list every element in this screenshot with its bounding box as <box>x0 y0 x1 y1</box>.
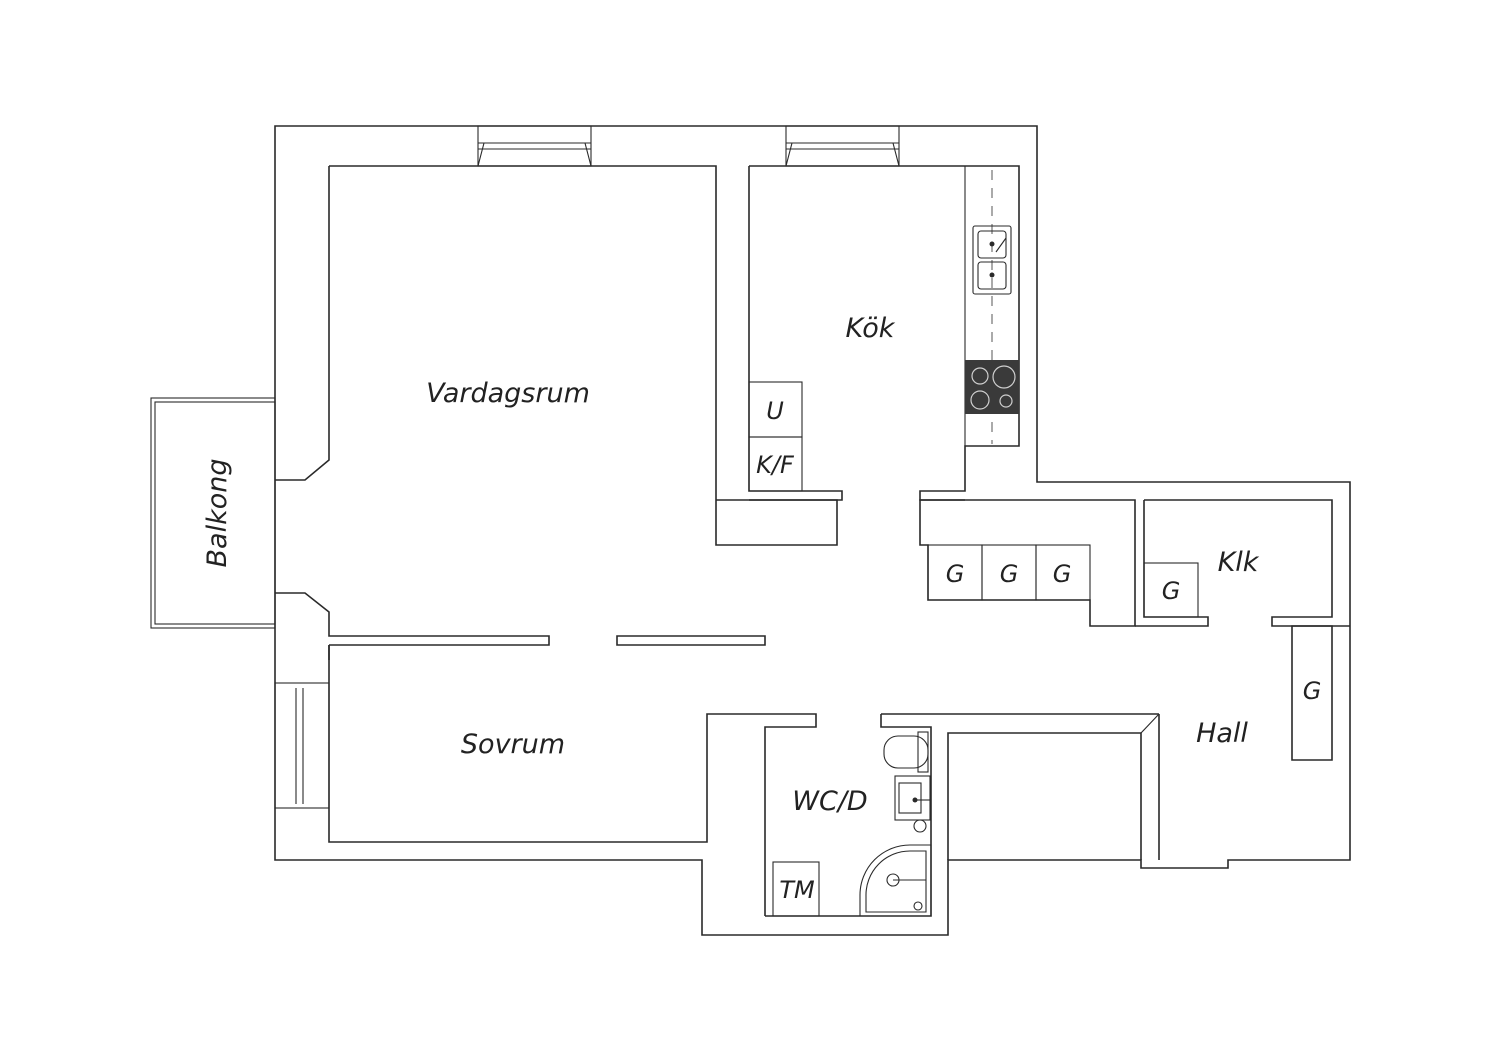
wall-partition-right <box>616 635 766 646</box>
washbasin-icon <box>894 775 931 833</box>
tm-box <box>772 861 820 917</box>
fixture-label-g-hall: G <box>1303 677 1322 705</box>
room-label-klk: Klk <box>1218 547 1260 578</box>
fixture-label-kf: K/F <box>756 451 795 479</box>
sink-icon <box>972 225 1012 295</box>
window-vardagsrum <box>477 125 592 167</box>
room-label-vardagsrum: Vardagsrum <box>426 378 590 409</box>
room-label-sovrum: Sovrum <box>461 729 565 760</box>
shower-icon <box>859 844 932 917</box>
toilet-icon <box>883 731 929 773</box>
room-label-kok: Kök <box>846 313 896 344</box>
wardrobe-klk-box <box>1143 562 1199 618</box>
balkong-outline <box>150 397 276 629</box>
stove-icon <box>965 360 1019 414</box>
fixture-label-g3: G <box>1053 560 1072 588</box>
outer-wall <box>274 125 1351 936</box>
fixture-kf-box <box>748 436 803 492</box>
fixture-label-g2: G <box>1000 560 1019 588</box>
wardrobe-g3-box <box>1035 544 1091 601</box>
room-label-balkong: Balkong <box>202 459 233 568</box>
room-label-wcd: WC/D <box>792 786 867 817</box>
fixture-label-g-klk: G <box>1162 577 1181 605</box>
fixture-label-g1: G <box>946 560 965 588</box>
room-label-hall: Hall <box>1196 718 1248 749</box>
wall-hall <box>947 625 1333 860</box>
window-sovrum <box>274 682 330 809</box>
fixture-label-u: U <box>766 397 784 425</box>
wall-sovrum <box>328 645 1159 917</box>
hall-threshold <box>1140 713 1160 734</box>
fixture-label-tm: TM <box>779 876 815 904</box>
window-kok <box>785 125 900 167</box>
